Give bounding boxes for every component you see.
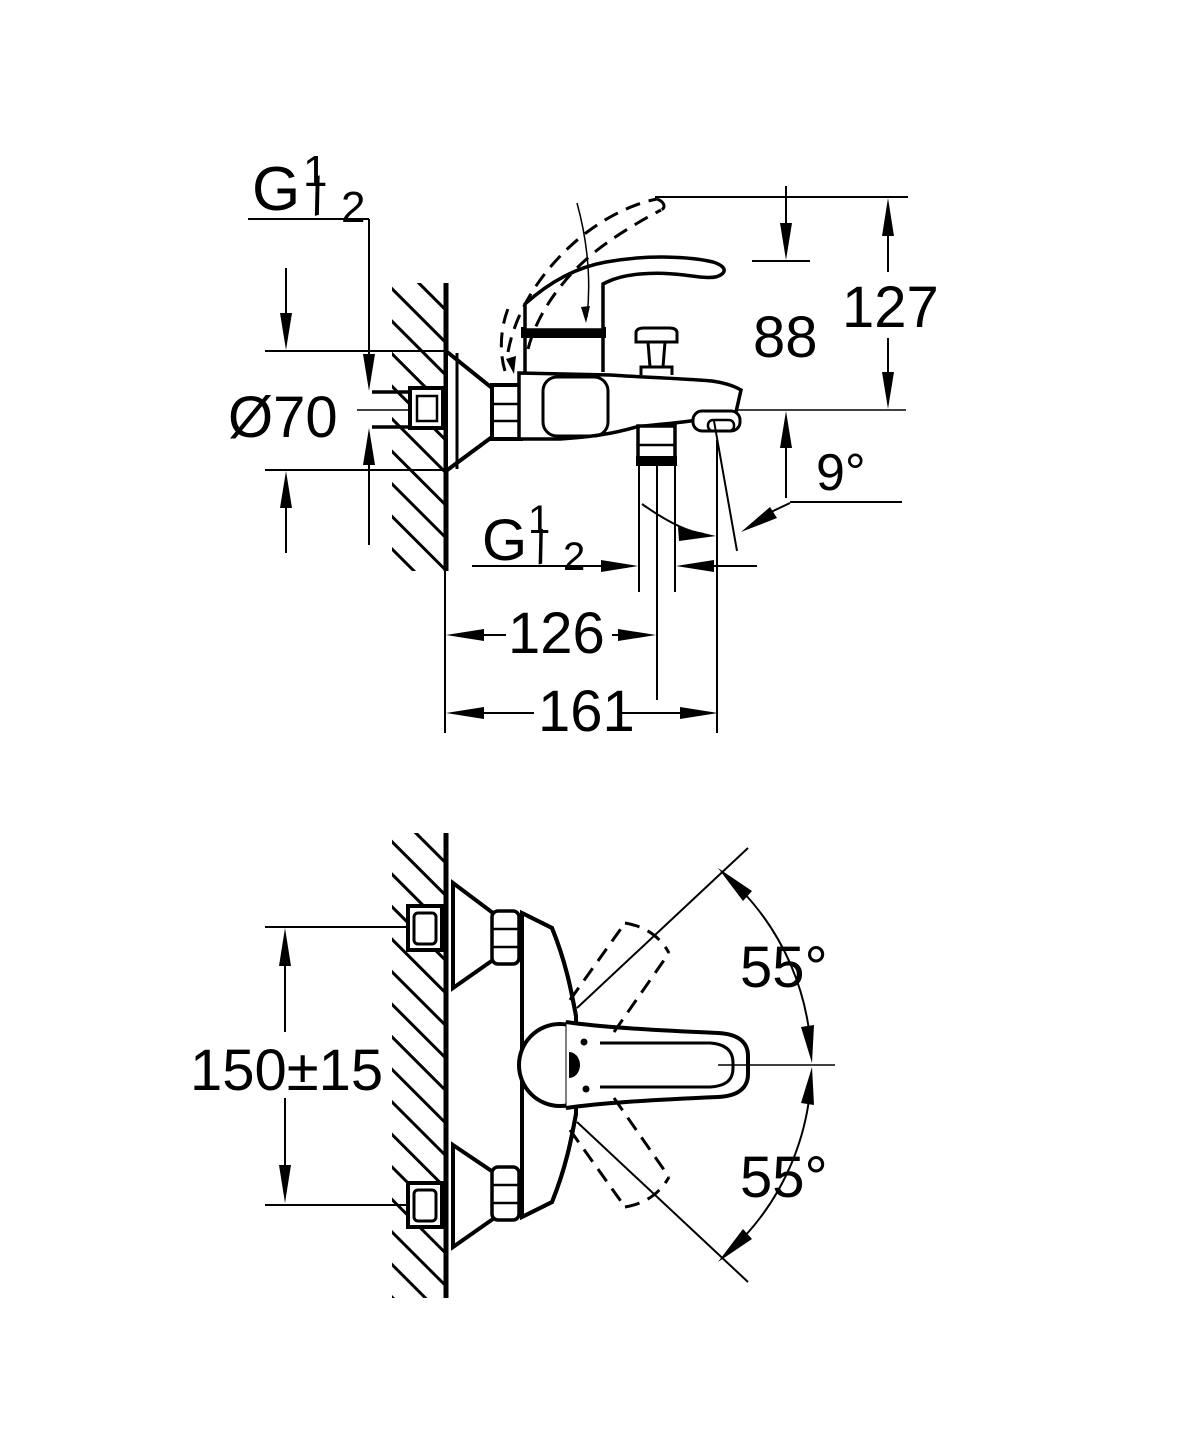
dim-wall-to-outlet: 126 [446,466,658,700]
arrow-down-icon [780,223,792,260]
dim-wall-thread: G 1 / 2 [248,147,375,545]
wall-thread-label-sup: 1 [303,147,327,196]
arrow-down-icon [279,1165,291,1203]
overall-height-label: 127 [842,275,939,340]
plan-view: 55° 55° 150±15 [190,833,835,1298]
escutcheon-top [451,879,495,992]
wall-to-outlet-label: 126 [508,601,605,666]
wall-union-nut-inner [415,394,439,423]
connection-spacing-label: 150±15 [190,1038,383,1103]
arrow-down-icon [363,354,375,391]
arrow-up-icon [280,471,292,508]
wall-thread-label-g: G [252,155,300,224]
arrow-icon [718,868,752,901]
lever-swung-down-dashed [568,1097,671,1209]
arrow-down-icon [882,372,894,409]
arrow-left-icon [446,629,484,641]
outlet-nipple [636,424,677,466]
spout-angle-label: 9° [816,444,866,502]
arrow-up-icon [882,198,894,236]
arrow-up-icon [780,411,792,448]
spout-aerator [691,409,742,433]
lever-swung-up-dashed [568,921,671,1033]
dim-connection-spacing: 150±15 [190,926,408,1206]
supply-fitting [372,386,445,430]
swing-up-label: 55° [740,935,828,1000]
swing-down-label: 55° [740,1145,828,1210]
hex-connector-top [490,909,521,966]
outlet-thread-label-sup: 1 [528,498,550,542]
outlet-thread-label-g: G [482,508,527,573]
dim-spout-height: 88 [752,186,818,498]
lever-raised-dashed [499,197,666,374]
diverter-knob [634,326,679,375]
lever-motion-arc-base [499,301,513,372]
arrow-right-icon [680,707,718,719]
arrow-up-icon [363,428,375,465]
dim-overall-height: 127 [655,196,939,409]
arrow-left-icon [446,707,484,719]
arrow-icon [801,1025,814,1063]
hex-connector-bottom [490,1165,521,1222]
union-hex-nut [490,383,523,441]
arrow-down-icon [280,313,292,350]
housing-seam [521,327,606,338]
dim-swing-up: 55° [576,847,828,1063]
dim-spout-angle: 9° [641,420,902,552]
spout-height-label: 88 [753,305,818,370]
dim-outlet-thread: G 1 / 2 [472,466,757,592]
cartridge-mark [569,1052,580,1078]
wall-thread-label-sub: 2 [341,183,365,232]
escutcheon-bottom [451,1141,495,1251]
dim-escutcheon-diameter: Ø70 [228,268,444,553]
cartridge-housing [521,327,606,372]
escutcheon-diameter-label: Ø70 [228,385,338,450]
arrow-up-icon [279,928,291,966]
arrow-right-icon [601,560,638,572]
supply-nut-bottom [406,1181,444,1229]
outlet-thread-label-sub: 2 [563,535,585,579]
supply-nut-top [406,904,444,952]
arrow-left-icon [741,507,777,532]
wall-to-spout-tip-label: 161 [538,679,635,744]
side-view: G 1 / 2 Ø70 88 127 [228,147,939,744]
lever-motion-arc-tip [576,202,590,318]
dim-wall-to-spout-tip: 161 [446,440,718,744]
lever-handle-side [523,255,726,332]
escutcheon-side [444,346,494,475]
body-front-face [541,375,610,438]
arrow-icon [718,1229,752,1262]
arrow-left-icon [676,560,714,572]
arrow-right-icon [618,629,656,641]
arrow-icon [801,1067,814,1105]
dim-swing-down: 55° [576,1067,828,1283]
arrow-right-icon [678,527,716,541]
supply-pipe [372,390,410,429]
